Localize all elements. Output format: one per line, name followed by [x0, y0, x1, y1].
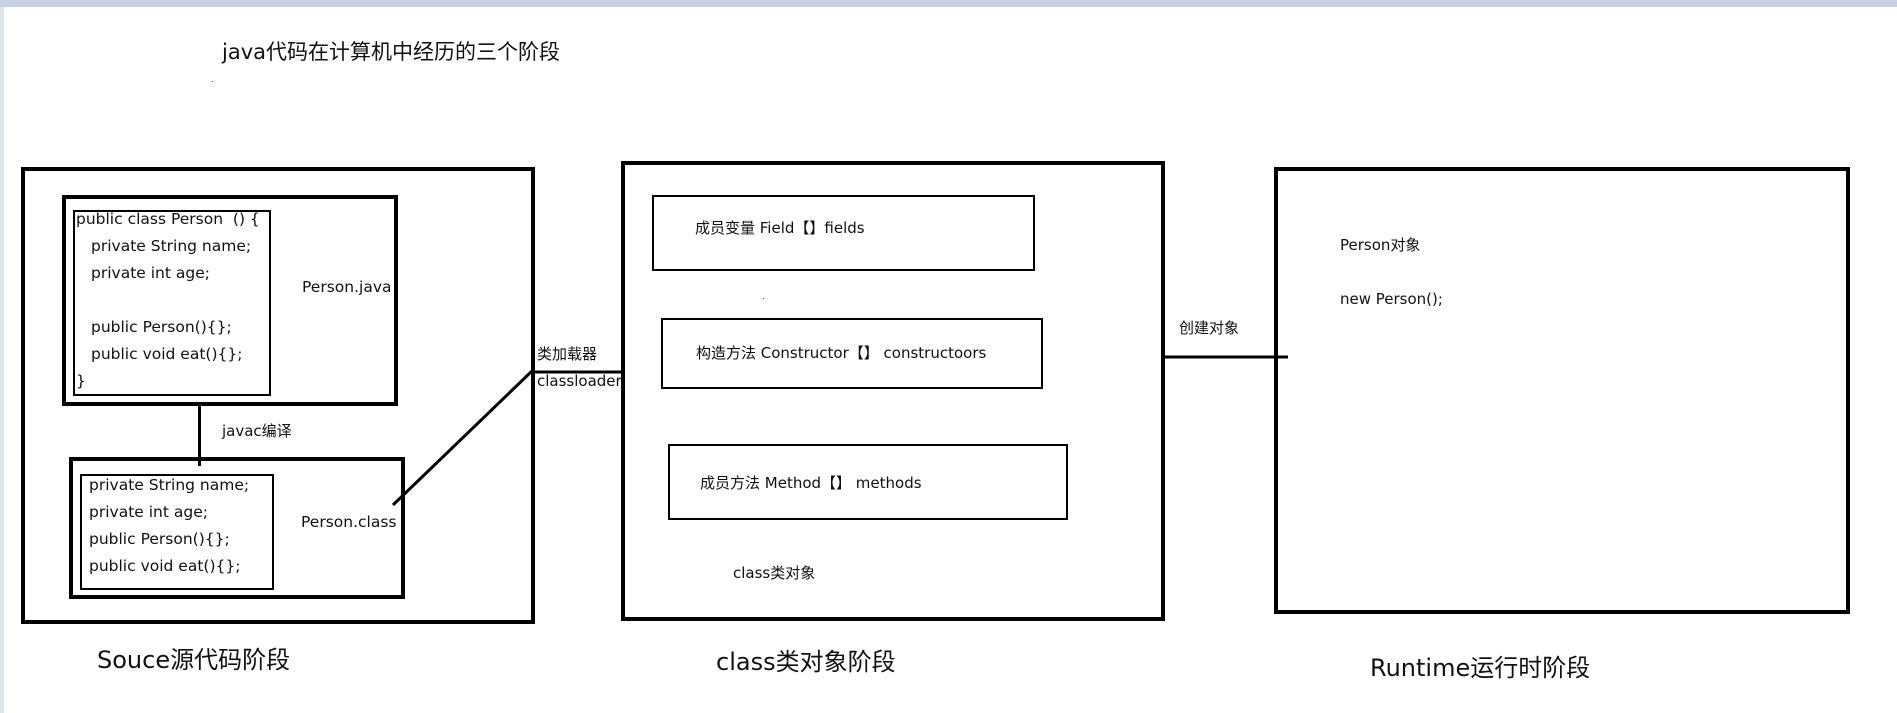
- runtime-object-label: Person对象: [1340, 236, 1421, 254]
- methods-label: 成员方法 Method【】 methods: [700, 474, 922, 492]
- window-top-border: [0, 0, 1897, 7]
- class-code-box: [80, 474, 274, 590]
- compile-connector: [198, 404, 201, 466]
- methods-box: [668, 444, 1068, 520]
- classloader-diagonal-line: [391, 369, 534, 507]
- java-filename: Person.java: [302, 278, 392, 296]
- runtime-stage-box: [1274, 167, 1850, 614]
- java-code-line: private String name;: [91, 237, 252, 255]
- fields-box: [652, 195, 1035, 271]
- java-code-line: private int age;: [91, 264, 210, 282]
- java-code-line: public Person(){};: [91, 318, 232, 336]
- java-code-box: [73, 210, 271, 396]
- class-filename: Person.class: [301, 513, 397, 531]
- class-file-box: [69, 457, 405, 599]
- java-file-box: [62, 195, 398, 406]
- class-object-label: class类对象: [733, 564, 816, 582]
- window-left-border: [0, 7, 4, 713]
- class-code-line: public void eat(){};: [89, 557, 241, 575]
- runtime-stage-label: Runtime运行时阶段: [1370, 654, 1591, 682]
- stray-dot: [212, 81, 213, 82]
- source-stage-label: Souce源代码阶段: [97, 646, 291, 674]
- compile-label: javac编译: [222, 422, 292, 440]
- class-code-line: public Person(){};: [89, 530, 230, 548]
- class-code-line: private int age;: [89, 503, 208, 521]
- stray-dot: [763, 298, 764, 299]
- classloader-label-cn: 类加载器: [537, 345, 598, 363]
- class-stage-box: [621, 161, 1165, 621]
- java-code-line: public class Person () {: [76, 210, 260, 228]
- constructors-label: 构造方法 Constructor【】 constructoors: [696, 344, 987, 362]
- java-code-line: public void eat(){};: [91, 345, 243, 363]
- class-code-line: private String name;: [89, 476, 250, 494]
- constructors-box: [661, 318, 1043, 389]
- fields-label: 成员变量 Field【】fields: [695, 219, 865, 237]
- runtime-new-person: new Person();: [1340, 290, 1443, 308]
- classloader-label-en: classloader: [537, 372, 622, 390]
- source-stage-box: [21, 167, 535, 624]
- diagram-title: java代码在计算机中经历的三个阶段: [222, 40, 560, 64]
- java-code-line: }: [76, 372, 86, 390]
- class-stage-label: class类对象阶段: [716, 648, 896, 676]
- create-object-label: 创建对象: [1179, 319, 1240, 337]
